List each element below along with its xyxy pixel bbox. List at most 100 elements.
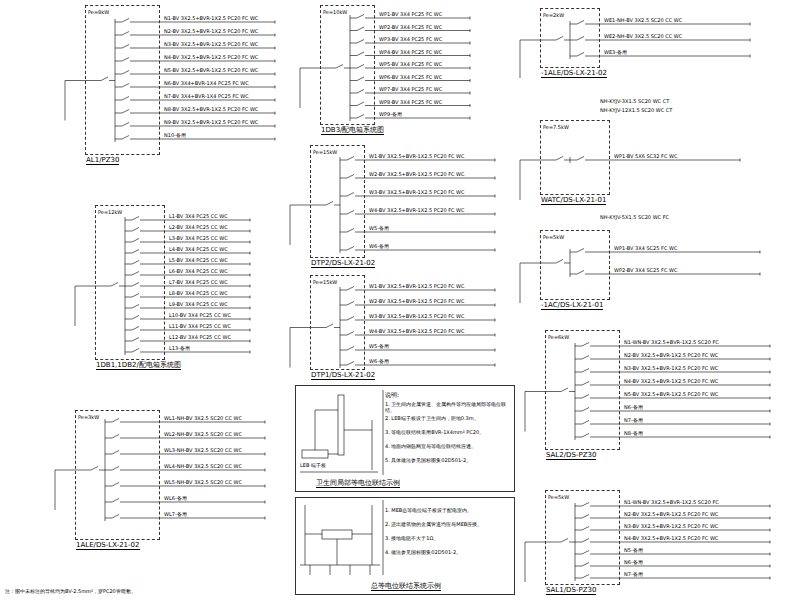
circuit-line: [120, 470, 265, 471]
circuit-line: [130, 74, 275, 75]
note-text: NH-KYJV-12X1.5 SC20 WC CT: [600, 107, 672, 113]
panel-title: 1DB1,1DB2/配电箱系统图: [96, 361, 181, 370]
incoming-riser: [520, 160, 521, 200]
wire: [350, 68, 357, 69]
breaker-symbol: [347, 347, 354, 351]
wire: [340, 305, 347, 306]
wire: [125, 330, 132, 331]
wire: [340, 160, 347, 161]
terminal-tick: [495, 319, 496, 322]
wire: [105, 470, 112, 471]
circuit-label: N1-WN-BV 3X2.5+BVR-1X2.5 SC20 FC: [624, 499, 719, 505]
wire: [570, 252, 577, 253]
circuit-label: L5-BV 3X4 PC25 CC WC: [169, 257, 228, 263]
circuit-label: N7-BV 3X4+BVR-1X4 PC25 FC WC: [164, 93, 249, 99]
incoming-line: [290, 327, 326, 328]
earth-rod: [310, 565, 311, 575]
note-text: 1. MEB总等电位端子板设于配电室内。: [385, 507, 510, 513]
terminal-tick: [250, 296, 251, 299]
circuit-line: [130, 87, 275, 88]
circuit-line: [355, 250, 495, 251]
terminal-tick: [275, 47, 276, 50]
circuit-line: [355, 290, 495, 291]
panel-title: DTP1/DS-LX-21-02: [311, 371, 375, 380]
breaker-symbol: [582, 503, 589, 507]
terminal-tick: [770, 371, 771, 374]
wire: [334, 205, 340, 206]
circuit-label: WP9-备用: [379, 111, 402, 117]
wire: [570, 56, 577, 57]
main-breaker-symbol: [326, 324, 333, 328]
terminal-tick: [770, 541, 771, 544]
wire: [350, 55, 357, 56]
wire: [334, 327, 340, 328]
panel-title: 1ALE/DS-LX-21-02: [76, 541, 140, 550]
terminal-tick: [265, 501, 266, 504]
panel-title: WATC/DS-LX-21-01: [541, 196, 606, 205]
breaker-symbol: [132, 228, 139, 232]
breaker-symbol: [357, 90, 364, 94]
circuit-label: L6-BV 3X4 PC25 CC WC: [169, 268, 228, 274]
circuit-line: [590, 437, 770, 438]
wire: [105, 438, 112, 439]
circuit-line: [590, 518, 770, 519]
breaker-symbol: [577, 157, 584, 161]
wire: [575, 424, 582, 425]
terminal-tick: [495, 213, 496, 216]
terminal-tick: [770, 423, 771, 426]
breaker-symbol: [347, 193, 354, 197]
breaker-symbol: [112, 451, 119, 455]
circuit-line: [590, 566, 770, 567]
circuit-line: [355, 196, 495, 197]
distribution-box: SAL1/DS-PZ30: [545, 490, 620, 585]
wire: [575, 385, 582, 386]
circuit-line: [355, 335, 495, 336]
terminal-tick: [770, 410, 771, 413]
terminal-tick: [275, 125, 276, 128]
note-text: Pe=12kW: [98, 209, 122, 215]
circuit-label: N5-备用: [624, 547, 643, 553]
distribution-box: 1DB3/配电箱系统图: [320, 5, 375, 125]
circuit-label: N2-BV 3X2.5+BVR-1X2.5 PC20 FC WC: [624, 352, 718, 358]
circuit-line: [355, 365, 495, 366]
floor-line: [300, 472, 378, 473]
circuit-line: [130, 48, 275, 49]
wire: [105, 422, 112, 423]
terminal-tick: [495, 349, 496, 352]
main-breaker-symbol: [556, 37, 563, 41]
terminal-tick: [275, 138, 276, 141]
distribution-box: 1DB1,1DB2/配电箱系统图: [95, 205, 165, 360]
breaker-symbol: [357, 27, 364, 31]
circuit-label: WP1-BV 3X4 SC25 FC WC: [614, 245, 677, 251]
circuit-label: WL5-NH-BV 3X2.5 SC20 CC WC: [164, 479, 242, 485]
note-text: 说明:: [385, 391, 399, 398]
breaker-symbol: [577, 53, 584, 57]
circuit-line: [140, 253, 250, 254]
circuit-line: [130, 139, 275, 140]
wire: [115, 87, 122, 88]
distribution-box: DTP1/DS-LX-21-02: [310, 275, 365, 370]
breaker-symbol: [582, 575, 589, 579]
wire: [99, 470, 105, 471]
circuit-label: WL7-备用: [164, 511, 187, 517]
circuit-label: N5-BV 3X2.5+BVR-1X2.5 PC20 FC WC: [164, 67, 258, 73]
wire: [570, 40, 577, 41]
panel-title: 1DB3/配电箱系统图: [321, 126, 384, 135]
pipe-line: [305, 505, 306, 565]
breaker-symbol: [357, 15, 364, 19]
wire: [340, 232, 347, 233]
breaker-symbol: [357, 77, 364, 81]
panel-title: SAL2/DS-PZ30: [546, 451, 596, 460]
earth-rod: [330, 565, 331, 575]
breaker-symbol: [582, 382, 589, 386]
wire: [575, 346, 582, 347]
wire: [350, 18, 357, 19]
circuit-label: N2-BV 3X2.5+BVR-1X2.5 PC20 FC WC: [164, 28, 258, 34]
terminal-tick: [470, 54, 471, 57]
terminal-tick: [750, 23, 751, 26]
circuit-line: [140, 275, 250, 276]
terminal-tick: [470, 117, 471, 120]
panel-title: SAL1/DS-PZ30: [546, 586, 596, 595]
circuit-label: L11-BV 3X4 PC25 CC WC: [169, 323, 231, 329]
